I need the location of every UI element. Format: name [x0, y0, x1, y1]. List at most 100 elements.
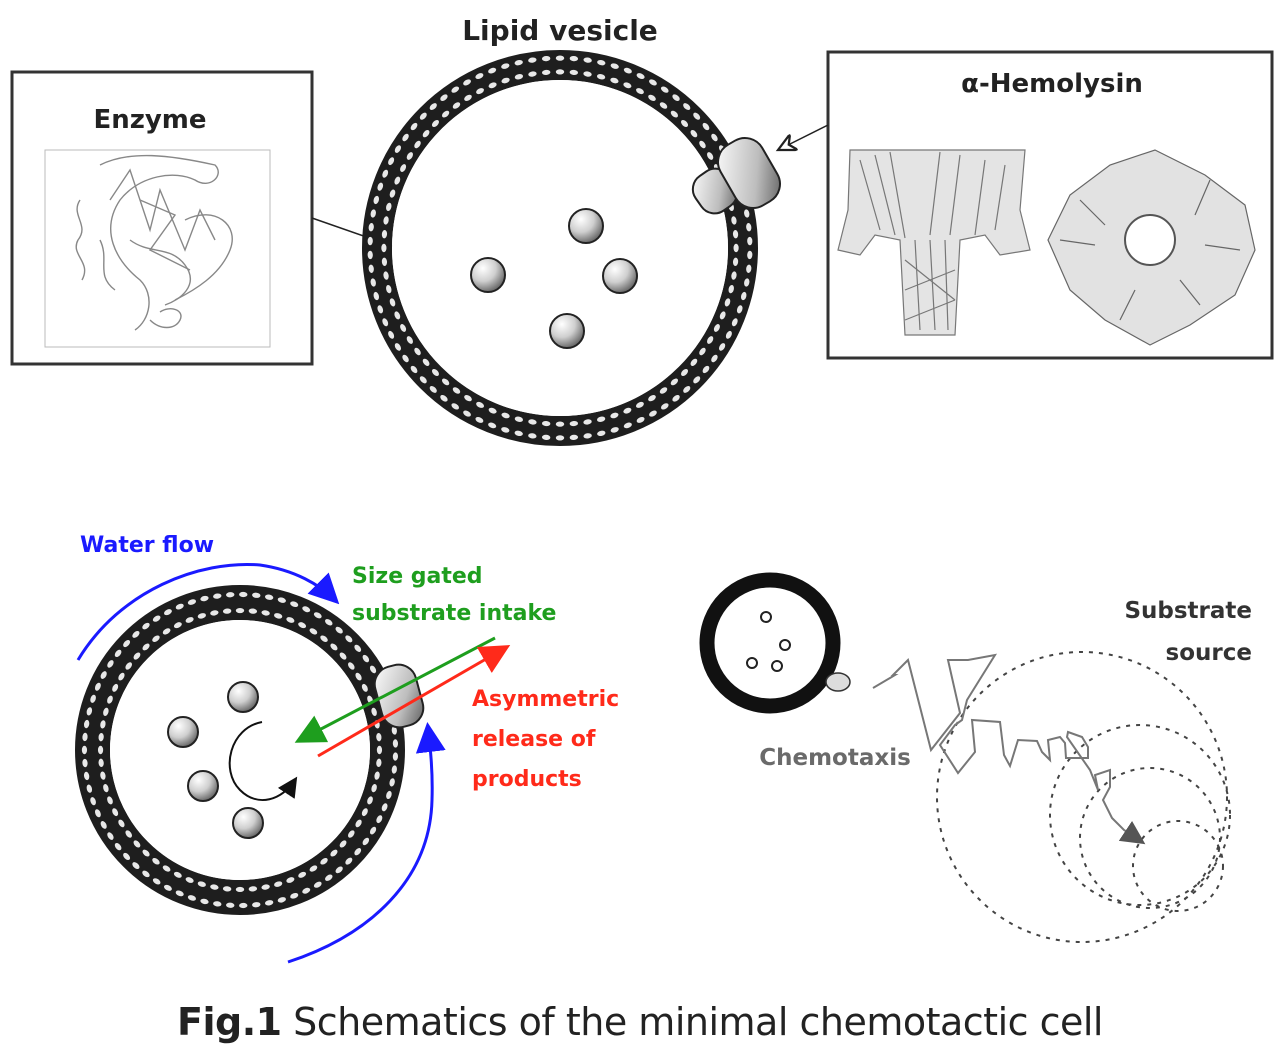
small-enzyme — [771, 660, 783, 672]
chemotaxis-label: Chemotaxis — [759, 745, 911, 771]
lipid-head — [659, 102, 668, 109]
lipid-head — [383, 271, 389, 280]
enzyme-panel: Enzyme — [10, 70, 455, 366]
lipid-head — [541, 55, 551, 62]
lipid-head — [152, 858, 160, 865]
lipid-head — [402, 354, 409, 363]
lipid-head — [142, 622, 150, 630]
lipid-head — [711, 133, 718, 142]
lipid-head — [298, 871, 307, 878]
lipid-head — [107, 796, 113, 805]
mechanism-panel: Water flow Size gated substrate intake A… — [75, 533, 619, 964]
lipid-head — [173, 871, 182, 878]
lipid-head — [376, 815, 383, 824]
lipid-head — [142, 849, 150, 857]
lipid-head — [719, 311, 726, 320]
lipid-head — [373, 195, 380, 205]
lipid-head — [672, 395, 680, 402]
lipid-head — [345, 635, 353, 643]
lipid-head — [152, 635, 160, 642]
lipid-head — [133, 840, 141, 848]
lipid-head — [501, 63, 510, 69]
lipid-head — [391, 726, 397, 735]
lipid-head — [514, 416, 524, 422]
lipid-head — [348, 662, 355, 670]
lipid-head — [302, 887, 311, 894]
lipid-head — [414, 347, 421, 356]
lipid-head — [463, 410, 471, 417]
lipid-head — [274, 881, 283, 887]
lipid-head — [200, 595, 209, 602]
lipid-head — [82, 732, 88, 742]
lipid-head — [610, 427, 619, 433]
lipid-head — [670, 378, 678, 386]
lipid-head — [381, 229, 388, 239]
lipid-head — [313, 612, 322, 619]
lipid-head — [226, 592, 235, 598]
lipid-head — [320, 635, 328, 642]
product-release-arrow — [317, 644, 511, 758]
lipid-head — [475, 73, 484, 80]
lipid-head — [419, 376, 427, 384]
lipid-head — [309, 865, 318, 872]
lipid-head — [213, 901, 222, 907]
lipid-head — [569, 69, 579, 76]
bilayer-ring — [75, 585, 405, 915]
lipid-head — [389, 189, 396, 198]
lipid-head — [367, 796, 373, 805]
lipid-head — [369, 665, 377, 674]
lipid-head — [649, 410, 657, 417]
lipid-head — [583, 71, 592, 77]
lipid-head — [368, 223, 374, 232]
lipid-head — [382, 318, 389, 327]
lipid-head — [724, 298, 731, 307]
figure-caption: Fig.1 Schematics of the minimal chemotac… — [0, 1000, 1280, 1044]
lipid-head — [81, 745, 88, 755]
lipid-head — [200, 898, 209, 905]
lipid-head — [345, 857, 353, 865]
internal-rotation-arrow — [228, 721, 298, 801]
lipid-head — [381, 803, 388, 812]
pore-upper — [717, 137, 781, 209]
lipid-head — [94, 809, 101, 818]
lipid-head — [400, 324, 407, 332]
lipid-head — [164, 609, 172, 616]
lipid-head — [98, 758, 104, 768]
lipid-head — [725, 330, 732, 339]
lipid-head — [747, 250, 753, 260]
lipid-head — [555, 55, 565, 61]
chemotaxis-panel: Chemotaxis Substrate source — [699, 572, 1252, 943]
lipid-head — [610, 412, 619, 419]
lipid-head — [114, 649, 122, 658]
lipid-head — [597, 430, 606, 437]
lipid-head — [501, 412, 510, 419]
small-enzyme — [760, 611, 772, 623]
lipid-head — [86, 707, 93, 716]
lipid-head — [583, 433, 592, 439]
lipid-head — [746, 223, 752, 232]
lipid-head — [541, 420, 551, 427]
lipid-head — [488, 407, 497, 414]
lipid-head — [123, 852, 131, 861]
lipid-head — [103, 784, 109, 793]
substrate-intake-arrow — [294, 636, 496, 743]
small-enzyme — [746, 657, 758, 669]
lipid-head — [367, 236, 373, 246]
lipid-head — [464, 395, 472, 402]
hemolysin-side-view-image — [837, 149, 1031, 336]
lipid-head — [623, 82, 632, 89]
lipid-head — [731, 271, 737, 280]
lipid-head — [330, 643, 338, 651]
lipid-head — [98, 732, 104, 742]
lipid-head — [648, 395, 656, 402]
lipid-head — [623, 422, 632, 429]
lipid-head — [636, 73, 645, 80]
lipid-head — [290, 601, 299, 608]
lipid-head — [355, 672, 362, 681]
release-label-line3: products — [472, 767, 582, 792]
lipid-head — [528, 71, 537, 77]
lipid-head — [623, 407, 632, 414]
lipid-head — [733, 243, 739, 253]
lipid-head — [744, 278, 750, 287]
lipid-head — [702, 365, 710, 374]
